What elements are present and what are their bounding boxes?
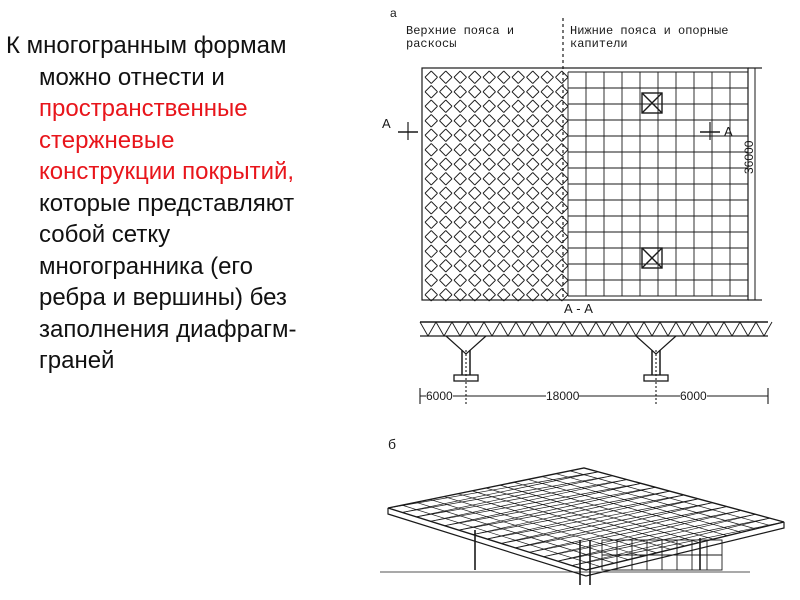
section-title: А - А bbox=[564, 301, 593, 316]
structure-drawing: а б Верхние пояса и раскосы Нижние пояса… bbox=[380, 6, 800, 600]
dimension-right: 6000 bbox=[680, 389, 707, 403]
dimension-left: 6000 bbox=[426, 389, 453, 403]
section-label-left: А bbox=[382, 116, 391, 131]
section-label-right: А bbox=[724, 124, 733, 139]
capital-marks bbox=[641, 92, 663, 269]
perspective-columns bbox=[474, 530, 701, 585]
capital-mark-bottom bbox=[641, 247, 663, 269]
description-text: К многогранным формам можно отнести и пр… bbox=[6, 30, 376, 377]
text-line-2: можно отнести и bbox=[39, 63, 225, 91]
text-line-5-highlight: конструкции покрытий, bbox=[39, 158, 295, 185]
text-line-1: К многогранным формам bbox=[6, 32, 287, 59]
text-line-6: которые представляют bbox=[39, 189, 295, 217]
figure-label-a: а bbox=[390, 6, 397, 20]
lower-chord-caption: Нижние пояса и опорные капители bbox=[570, 24, 729, 51]
text-line-10: заполнения диафрагм- bbox=[39, 315, 297, 343]
figure-label-b: б bbox=[388, 436, 397, 452]
text-line-3-highlight: пространственные bbox=[39, 95, 248, 122]
text-line-11: граней bbox=[39, 347, 115, 374]
section-view bbox=[419, 321, 773, 404]
lower-chord-grid bbox=[567, 71, 749, 297]
perspective-view bbox=[380, 467, 785, 585]
dimension-middle: 18000 bbox=[546, 389, 580, 403]
text-line-4-highlight: стержневые bbox=[39, 126, 175, 154]
roof-edge bbox=[387, 508, 785, 577]
text-line-9: ребра и вершины) без bbox=[39, 284, 287, 311]
upper-chord-grid bbox=[424, 70, 569, 302]
text-line-8: многогранника (его bbox=[39, 252, 253, 280]
height-dimension-label: 36000 bbox=[742, 140, 756, 174]
upper-chord-caption: Верхние пояса и раскосы bbox=[406, 24, 515, 51]
plan-view bbox=[398, 18, 762, 302]
text-line-7: собой сетку bbox=[39, 221, 171, 248]
capital-mark-top bbox=[641, 92, 663, 114]
glazed-pavilion bbox=[601, 539, 723, 571]
structure-svg bbox=[380, 18, 785, 585]
